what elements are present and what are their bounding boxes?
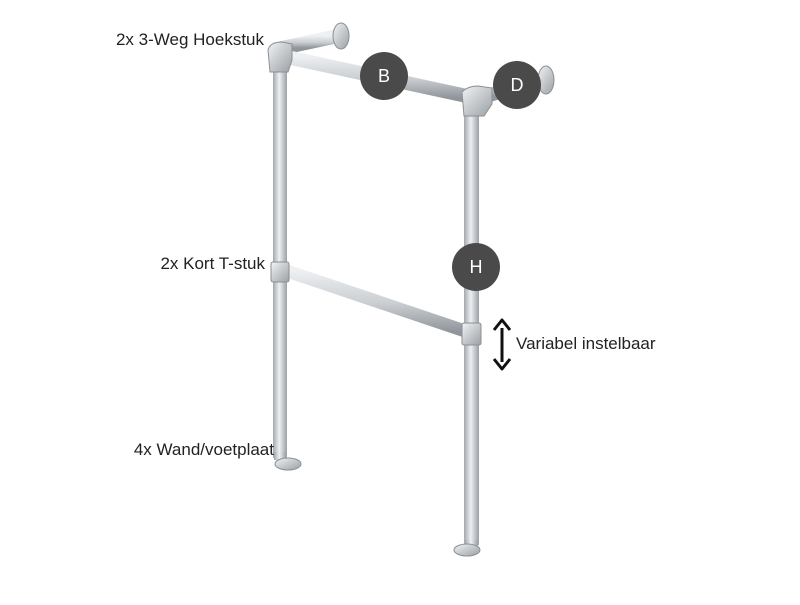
label-adjustable: Variabel instelbaar xyxy=(516,334,656,353)
corner-fitting-left xyxy=(267,41,293,73)
double-headed-vertical-arrow-icon xyxy=(492,318,512,371)
label-corner-piece: 2x 3-Weg Hoekstuk xyxy=(115,30,264,49)
middle-rail xyxy=(277,263,475,339)
part-badge-d: D xyxy=(493,61,541,109)
corner-fitting-right xyxy=(461,85,493,117)
label-foot-plate: 4x Wand/voetplaat xyxy=(133,440,274,459)
tee-fitting-left xyxy=(270,261,290,283)
label-tee-piece: 2x Kort T-stuk xyxy=(160,254,265,273)
part-badge-b: B xyxy=(360,52,408,100)
tee-fitting-right xyxy=(461,322,482,346)
part-badge-h: H xyxy=(452,243,500,291)
left-upright xyxy=(273,58,287,458)
foot-plate-right xyxy=(453,540,481,557)
foot-plate-left xyxy=(274,452,302,471)
